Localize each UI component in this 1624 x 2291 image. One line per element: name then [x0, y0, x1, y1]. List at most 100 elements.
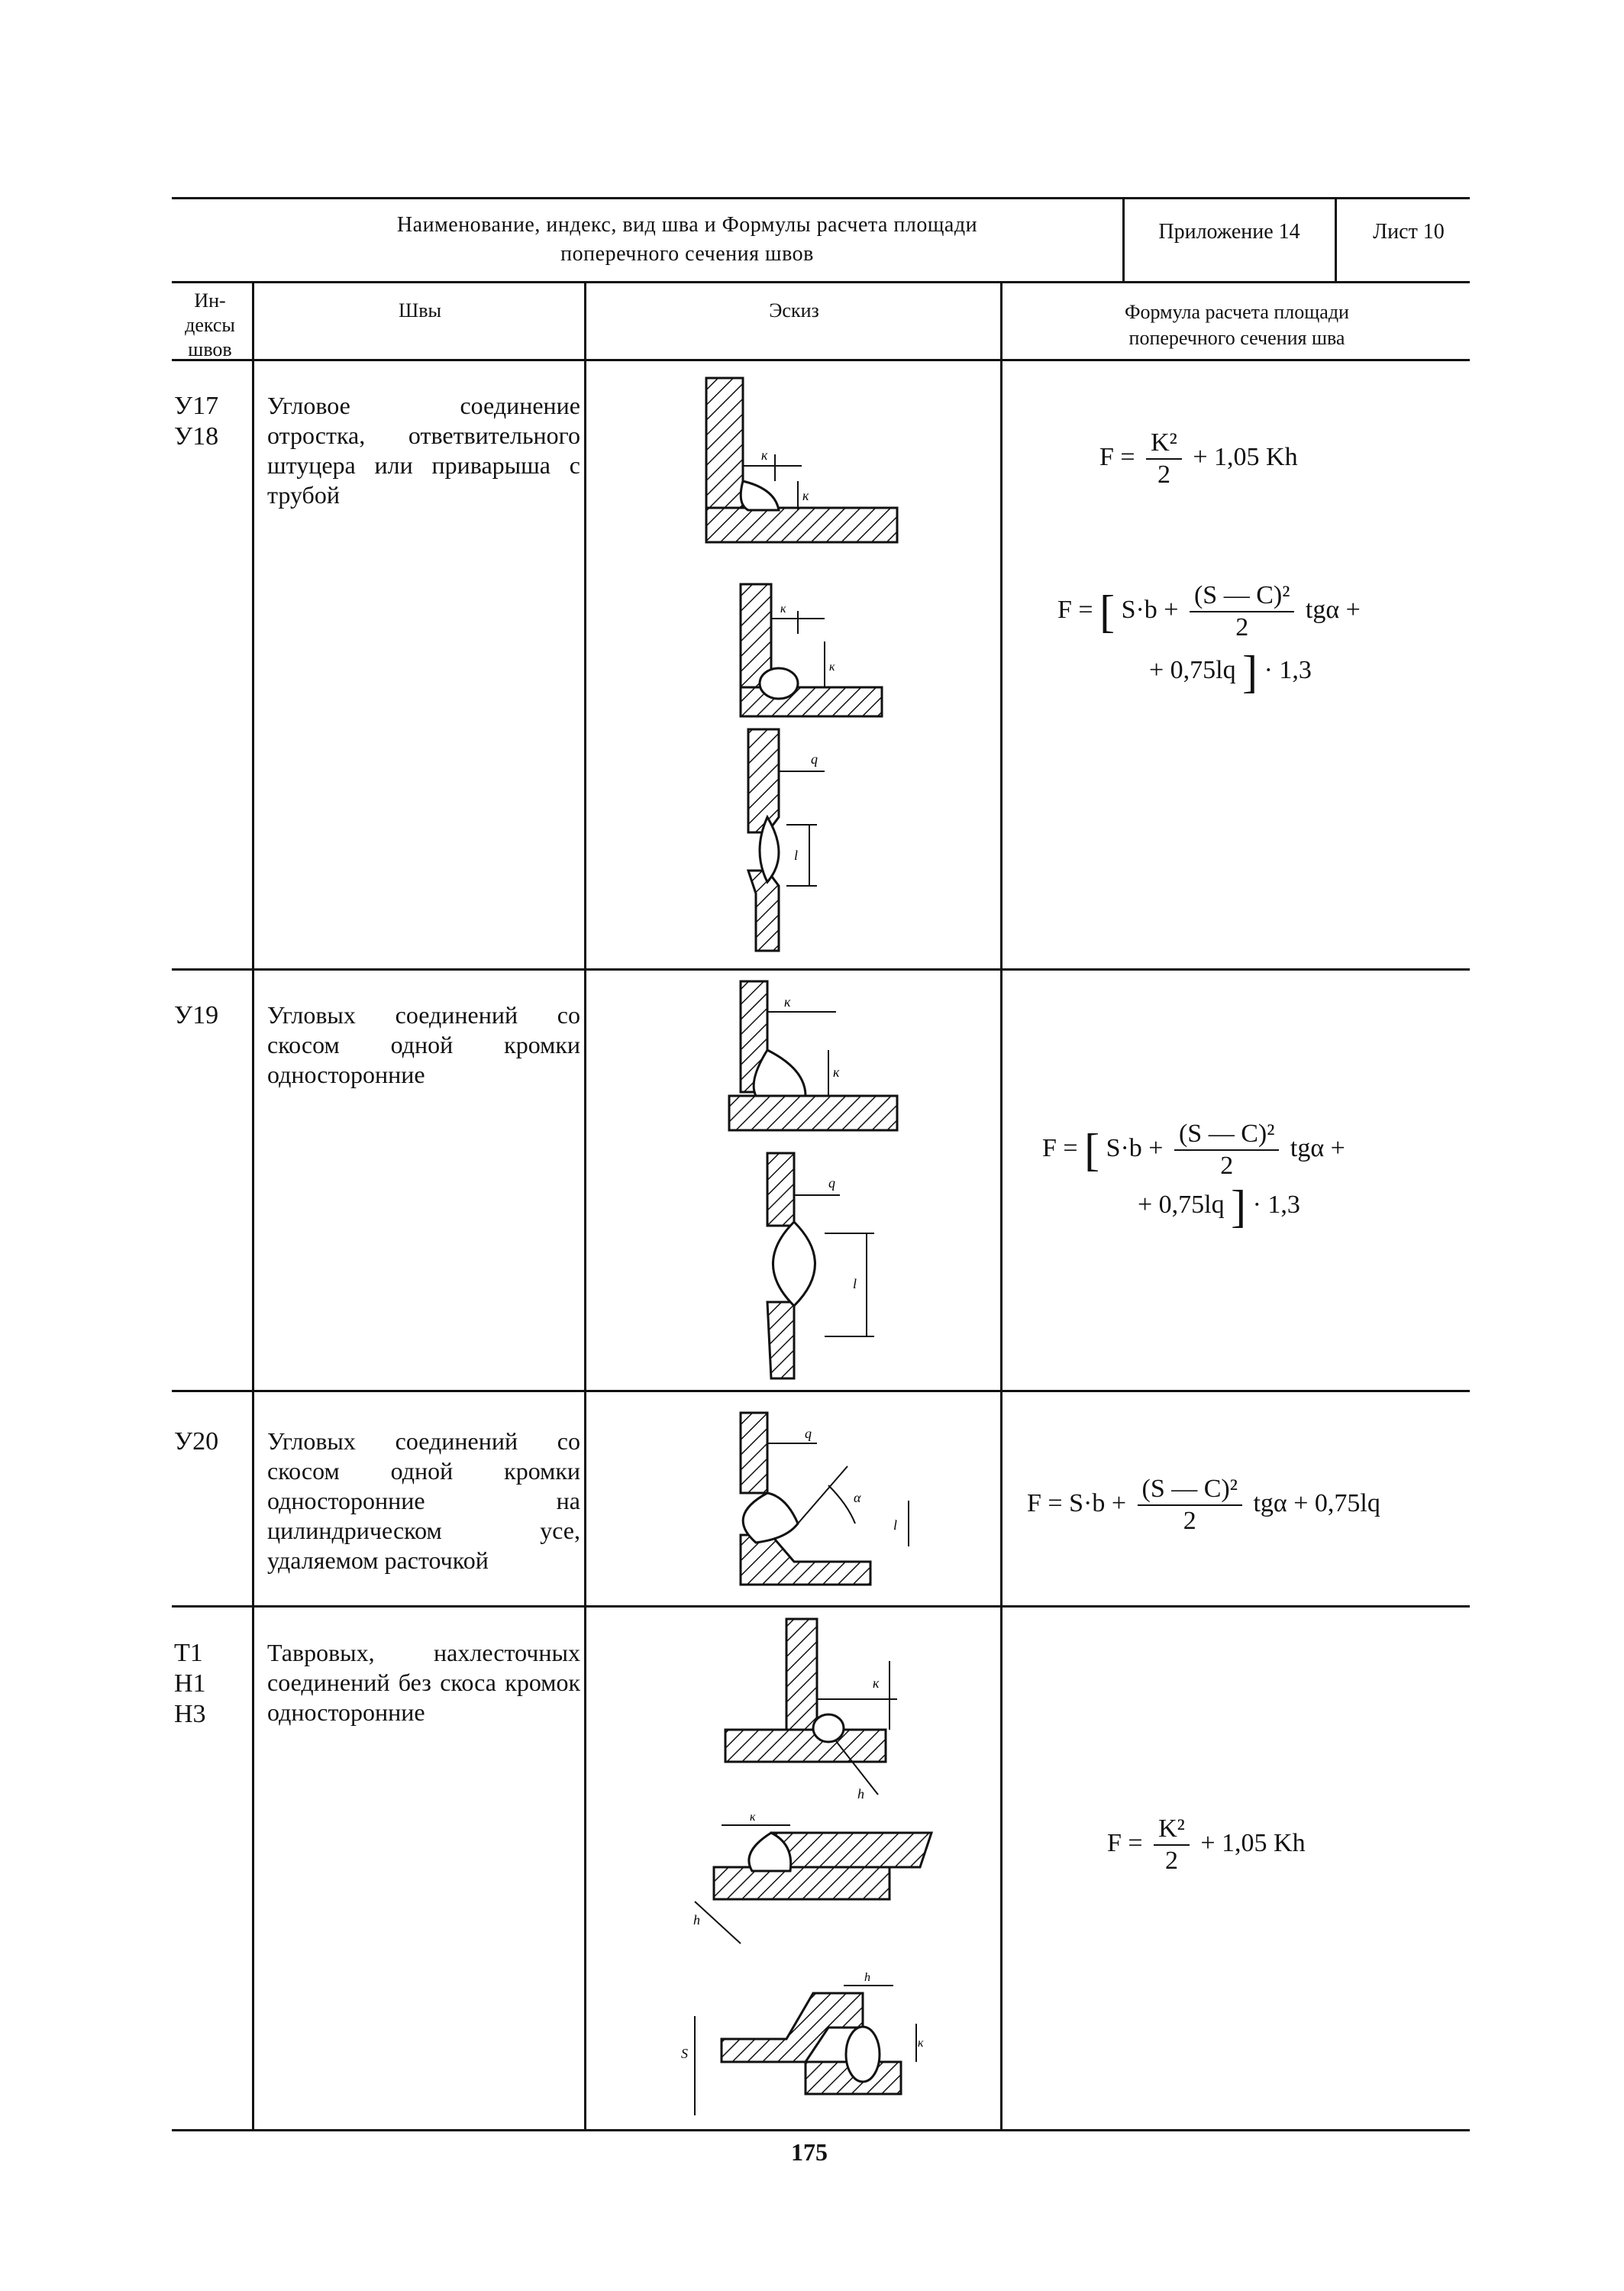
svg-text:q: q — [805, 1426, 812, 1441]
row1-formula-b: F = [ S·b + (S — C)² 2 tgα + — [1057, 580, 1361, 643]
svg-text:l: l — [794, 848, 798, 863]
row2-formula-lhs: F = — [1042, 1133, 1078, 1162]
row2-formula-pre: S·b + — [1106, 1133, 1164, 1162]
row2-formula: F = [ S·b + (S — C)² 2 tgα + — [1042, 1119, 1345, 1181]
row1-formula-b-close: ] — [1242, 647, 1258, 697]
sketch-n3-joggle: h к S — [681, 1971, 924, 2115]
row3-formula-num: (S — C)² — [1137, 1474, 1242, 1506]
header-rule — [172, 281, 1470, 283]
row3-formula: F = S·b + (S — C)² 2 tgα + 0,75lq — [1027, 1474, 1380, 1536]
svg-text:к: к — [829, 661, 835, 674]
page-title: Наименование, индекс, вид шва и Формулы … — [275, 211, 1099, 269]
svg-text:h: h — [693, 1912, 700, 1927]
svg-text:к: к — [802, 488, 809, 503]
sketch-u19-tube: q l — [766, 1152, 874, 1380]
row2-formula-fraction: (S — C)² 2 — [1174, 1119, 1280, 1181]
svg-text:q: q — [828, 1175, 835, 1191]
svg-text:к: к — [918, 2037, 924, 2050]
row2-formula-line2-text: + 0,75lq — [1138, 1190, 1225, 1219]
row1-index: У17 У18 — [174, 391, 247, 452]
row4-index-b: Н1 — [174, 1669, 206, 1698]
row2-formula-num: (S — C)² — [1174, 1119, 1280, 1151]
row4-index-a: Т1 — [174, 1639, 203, 1667]
row4-formula-lhs: F = — [1107, 1828, 1143, 1857]
col-header-sketch: Эскиз — [769, 299, 819, 322]
row1-formula-b-tail: · 1,3 — [1264, 655, 1312, 684]
bottom-rule — [172, 2129, 1470, 2131]
row3-formula-lhs: F = S·b + — [1027, 1488, 1126, 1517]
sketch-u18-tube: q l — [746, 728, 825, 952]
col-rule-1 — [252, 283, 254, 2131]
row2-formula-close: ] — [1231, 1181, 1247, 1232]
row4-description: Тавровых, нахлесточных соединений без ск… — [267, 1639, 580, 1726]
col-header-formula-line1: Формула расчета площади — [1125, 301, 1349, 323]
svg-text:h: h — [864, 1971, 870, 1984]
row1-description: Угловое соединение отростка, ответвитель… — [267, 392, 580, 509]
sketch-u20-cylinder: q α l — [739, 1411, 909, 1586]
row2-formula-den: 2 — [1220, 1152, 1234, 1180]
col-rule-3 — [1000, 283, 1002, 2131]
row3-formula-den: 2 — [1183, 1507, 1196, 1535]
row4-formula-tail: + 1,05 Kh — [1200, 1828, 1306, 1857]
row1-formula-a-fraction: K² 2 — [1146, 428, 1182, 490]
svg-text:S: S — [681, 2046, 688, 2061]
sketch-n1-lap: к h — [693, 1811, 934, 1944]
row3-formula-fraction: (S — C)² 2 — [1137, 1474, 1242, 1536]
row1-formula-a-num: K² — [1146, 428, 1182, 460]
svg-text:h: h — [857, 1786, 864, 1801]
row1-formula-b-den: 2 — [1235, 613, 1249, 641]
col-rule-2 — [584, 283, 586, 2131]
row1-index-a: У17 — [174, 392, 219, 420]
sheet-label: Лист 10 — [1373, 220, 1445, 244]
col-header-seams: Швы — [399, 299, 441, 322]
svg-text:к: к — [761, 448, 768, 463]
row2-description: Угловых соединений со скосом одной кромк… — [267, 1001, 580, 1088]
svg-text:к: к — [750, 1811, 756, 1824]
svg-text:к: к — [780, 603, 786, 616]
sketch-u17-corner: к к — [705, 376, 899, 544]
svg-text:l: l — [893, 1517, 897, 1533]
row4-formula-den: 2 — [1164, 1847, 1178, 1875]
top-rule — [172, 197, 1470, 199]
row1-formula-b-lhs: F = — [1057, 595, 1093, 624]
row3-formula-tail: tgα + 0,75lq — [1253, 1488, 1380, 1517]
row-rule-1 — [172, 968, 1470, 971]
row4-formula-fraction: K² 2 — [1154, 1814, 1190, 1876]
appendix-label: Приложение 14 — [1158, 220, 1300, 244]
title-line-1: Наименование, индекс, вид шва и Формулы … — [396, 213, 978, 237]
row4-formula: F = K² 2 + 1,05 Kh — [1107, 1814, 1306, 1876]
svg-text:q: q — [811, 751, 818, 767]
svg-text:α: α — [854, 1490, 861, 1505]
col-header-formula-line2: поперечного сечения шва — [1128, 327, 1345, 349]
col-header-formula: Формула расчета площади поперечного сече… — [1008, 299, 1466, 351]
row1-formula-b-line2-text: + 0,75lq — [1149, 655, 1236, 684]
svg-text:к: к — [833, 1065, 840, 1080]
row2-formula-line2: + 0,75lq ] · 1,3 — [1138, 1184, 1300, 1230]
svg-text:к: к — [784, 994, 791, 1010]
row-rule-2 — [172, 1390, 1470, 1392]
svg-text:к: к — [873, 1675, 880, 1691]
column-header-rule — [172, 359, 1470, 361]
appendix-divider — [1335, 197, 1337, 281]
row1-formula-b-line2: + 0,75lq ] · 1,3 — [1149, 649, 1312, 695]
row-rule-3 — [172, 1605, 1470, 1608]
row2-index: У19 — [174, 1001, 219, 1029]
row4-index-c: Н3 — [174, 1700, 206, 1728]
row2-formula-open: [ — [1084, 1125, 1100, 1175]
row3-description: Угловых соединений со скосом одной кромк… — [267, 1427, 580, 1574]
row1-formula-b-fraction: (S — C)² 2 — [1189, 580, 1295, 643]
row1-formula-b-pre: S·b + — [1121, 595, 1179, 624]
row4-index: Т1 Н1 Н3 — [174, 1638, 247, 1730]
row1-index-b: У18 — [174, 422, 219, 451]
title-divider — [1122, 197, 1125, 281]
row1-formula-a-lhs: F = — [1099, 442, 1135, 471]
row1-formula-a-tail: + 1,05 Kh — [1193, 442, 1298, 471]
row1-formula-b-post: tgα + — [1305, 595, 1361, 624]
row1-formula-a-den: 2 — [1157, 460, 1170, 489]
page-number: 175 — [791, 2138, 828, 2166]
sketch-t1-tee: к h — [724, 1617, 897, 1801]
sketch-u18-corner: к к — [739, 583, 883, 718]
sketch-u19-bevel: к к — [728, 980, 899, 1132]
row1-formula-b-open: [ — [1099, 586, 1115, 637]
